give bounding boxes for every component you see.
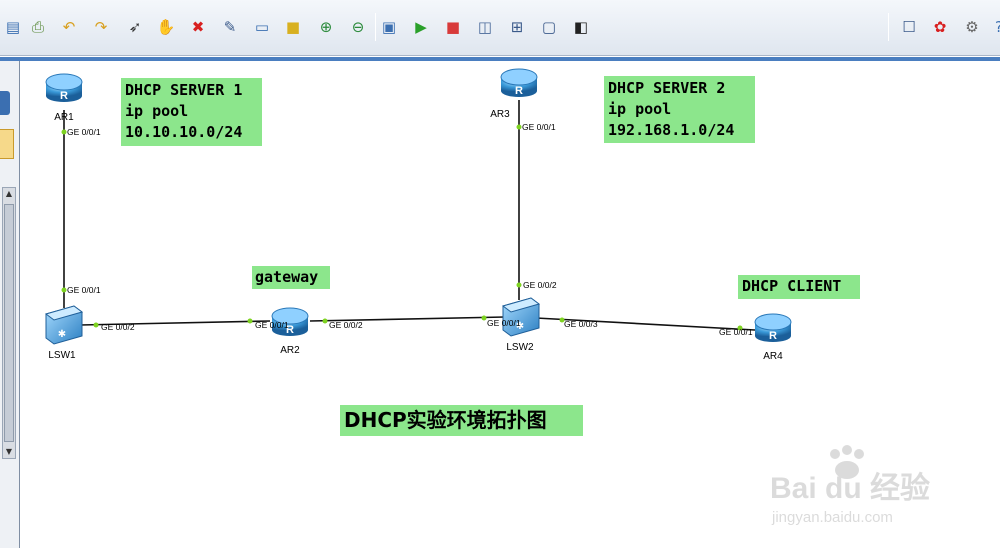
dhcp-client-label[interactable]: DHCP CLIENT <box>738 275 860 299</box>
label-line: 192.168.1.0/24 <box>608 121 735 139</box>
topology-tree-icon[interactable]: ⊞ <box>510 18 524 36</box>
select-pointer-icon[interactable]: ➶ <box>128 18 142 36</box>
links <box>63 100 756 331</box>
switch-lsw1[interactable]: ✱ <box>44 305 84 345</box>
panel-scrollbar[interactable]: ▲ ▼ <box>2 187 16 459</box>
link-lsw1-ar2[interactable] <box>79 320 271 326</box>
scroll-down-icon[interactable]: ▼ <box>5 447 13 456</box>
label-line: ip pool <box>125 102 189 120</box>
paw-logo-icon <box>830 445 864 479</box>
scroll-up-icon[interactable]: ▲ <box>5 189 13 198</box>
rectangle-icon[interactable]: ■ <box>285 18 301 36</box>
dhcp-server1-label[interactable]: DHCP SERVER 1 ip pool 10.10.10.0/24 <box>121 78 262 146</box>
port-dot <box>61 287 67 293</box>
label-line: ip pool <box>608 100 672 118</box>
stop-device-icon[interactable]: ■ <box>445 18 461 36</box>
delete-connection-icon[interactable]: ✎ <box>223 18 237 36</box>
redo-icon[interactable]: ↷ <box>94 18 108 36</box>
device-name-lsw1: LSW1 <box>48 350 76 361</box>
port-dot <box>516 124 522 130</box>
link-ar2-lsw2[interactable] <box>309 316 506 322</box>
capture-data-icon[interactable]: ◫ <box>477 18 493 36</box>
switch-lsw2[interactable]: ✱ <box>501 297 541 337</box>
switch-category-icon[interactable] <box>0 129 14 159</box>
device-name-ar3: AR3 <box>490 109 510 120</box>
delete-icon[interactable]: ✖ <box>191 18 205 36</box>
scrollbar-thumb[interactable] <box>4 204 14 442</box>
router-glyph: R <box>60 90 68 102</box>
router-ar3[interactable]: R <box>500 68 538 97</box>
port-dot <box>247 318 253 324</box>
port-dot <box>322 318 328 324</box>
baidu-jingyan-watermark: Bai du 经验 jingyan.baidu.com <box>770 440 970 530</box>
port-label: GE 0/0/2 <box>523 280 557 290</box>
pan-hand-icon[interactable]: ✋ <box>156 18 176 36</box>
port-dots <box>61 124 743 331</box>
label-line: 10.10.10.0/24 <box>125 123 243 141</box>
port-dot <box>61 129 67 135</box>
port-label: GE 0/0/1 <box>719 327 753 337</box>
screenshot-icon[interactable]: ◧ <box>573 18 589 36</box>
print-icon[interactable]: ⎙ <box>31 18 44 36</box>
router-category-icon[interactable] <box>0 91 10 115</box>
device-name-lsw2: LSW2 <box>506 342 534 353</box>
port-label: GE 0/0/1 <box>67 285 101 295</box>
topology-title-label[interactable]: DHCP实验环境拓扑图 <box>340 405 583 436</box>
label-line: DHCP SERVER 1 <box>125 81 243 99</box>
fit-view-icon[interactable]: ▣ <box>381 18 397 36</box>
port-dot <box>481 315 487 321</box>
port-dot <box>516 282 522 288</box>
device-name-ar1: AR1 <box>54 112 74 123</box>
text-annotation-icon[interactable]: ▭ <box>254 18 270 36</box>
router-ar2[interactable]: R <box>271 307 309 336</box>
link-lsw2-ar4[interactable] <box>535 317 756 331</box>
toolbar: ▤ ⎙ ↶ ↷ ➶ ✋ ✖ ✎ ▭ ■ ⊕ ⊖ ▣ ▶ ■ ◫ ⊞ ▢ ◧ ☐ … <box>0 0 1000 56</box>
zoom-in-icon[interactable]: ⊕ <box>319 18 333 36</box>
gateway-label[interactable]: gateway <box>252 266 330 289</box>
chat-icon[interactable]: ☐ <box>902 18 916 36</box>
label-line: DHCP SERVER 2 <box>608 79 726 97</box>
port-label: GE 0/0/2 <box>329 320 363 330</box>
port-label: GE 0/0/1 <box>67 127 101 137</box>
port-label: GE 0/0/2 <box>101 322 135 332</box>
router-ar1[interactable]: R <box>45 73 83 102</box>
toolbar-separator <box>888 13 889 41</box>
start-device-icon[interactable]: ▶ <box>415 18 427 36</box>
port-label: GE 0/0/1 <box>522 122 556 132</box>
device-panel: ▲ ▼ <box>0 61 20 548</box>
settings-gear-icon[interactable]: ⚙ <box>965 18 979 36</box>
huawei-logo-icon[interactable]: ✿ <box>933 18 947 36</box>
port-dot <box>737 325 743 331</box>
router-glyph: R <box>515 85 523 97</box>
port-dot <box>93 322 99 328</box>
port-label: GE 0/0/3 <box>564 319 598 329</box>
watermark-brand: Bai du 经验 <box>770 471 930 505</box>
router-glyph: R <box>286 324 294 336</box>
device-name-ar4: AR4 <box>763 351 783 362</box>
router-glyph: R <box>769 330 777 342</box>
zoom-out-icon[interactable]: ⊖ <box>351 18 365 36</box>
dhcp-server2-label[interactable]: DHCP SERVER 2 ip pool 192.168.1.0/24 <box>604 76 755 143</box>
help-icon[interactable]: ? <box>988 16 1000 38</box>
cli-window-icon[interactable]: ▢ <box>541 18 557 36</box>
router-ar4[interactable]: R <box>754 313 792 342</box>
switch-glyph: ✱ <box>516 321 524 332</box>
undo-icon[interactable]: ↶ <box>62 18 76 36</box>
device-name-ar2: AR2 <box>280 345 300 356</box>
watermark-url: jingyan.baidu.com <box>771 509 893 526</box>
toolbar-separator <box>375 13 376 41</box>
switch-glyph: ✱ <box>58 329 66 340</box>
port-label: GE 0/0/1 <box>255 320 289 330</box>
title-strip <box>0 57 1000 61</box>
new-topology-icon[interactable]: ▤ <box>5 18 21 36</box>
port-dot <box>559 317 565 323</box>
port-label: GE 0/0/1 <box>487 318 521 328</box>
